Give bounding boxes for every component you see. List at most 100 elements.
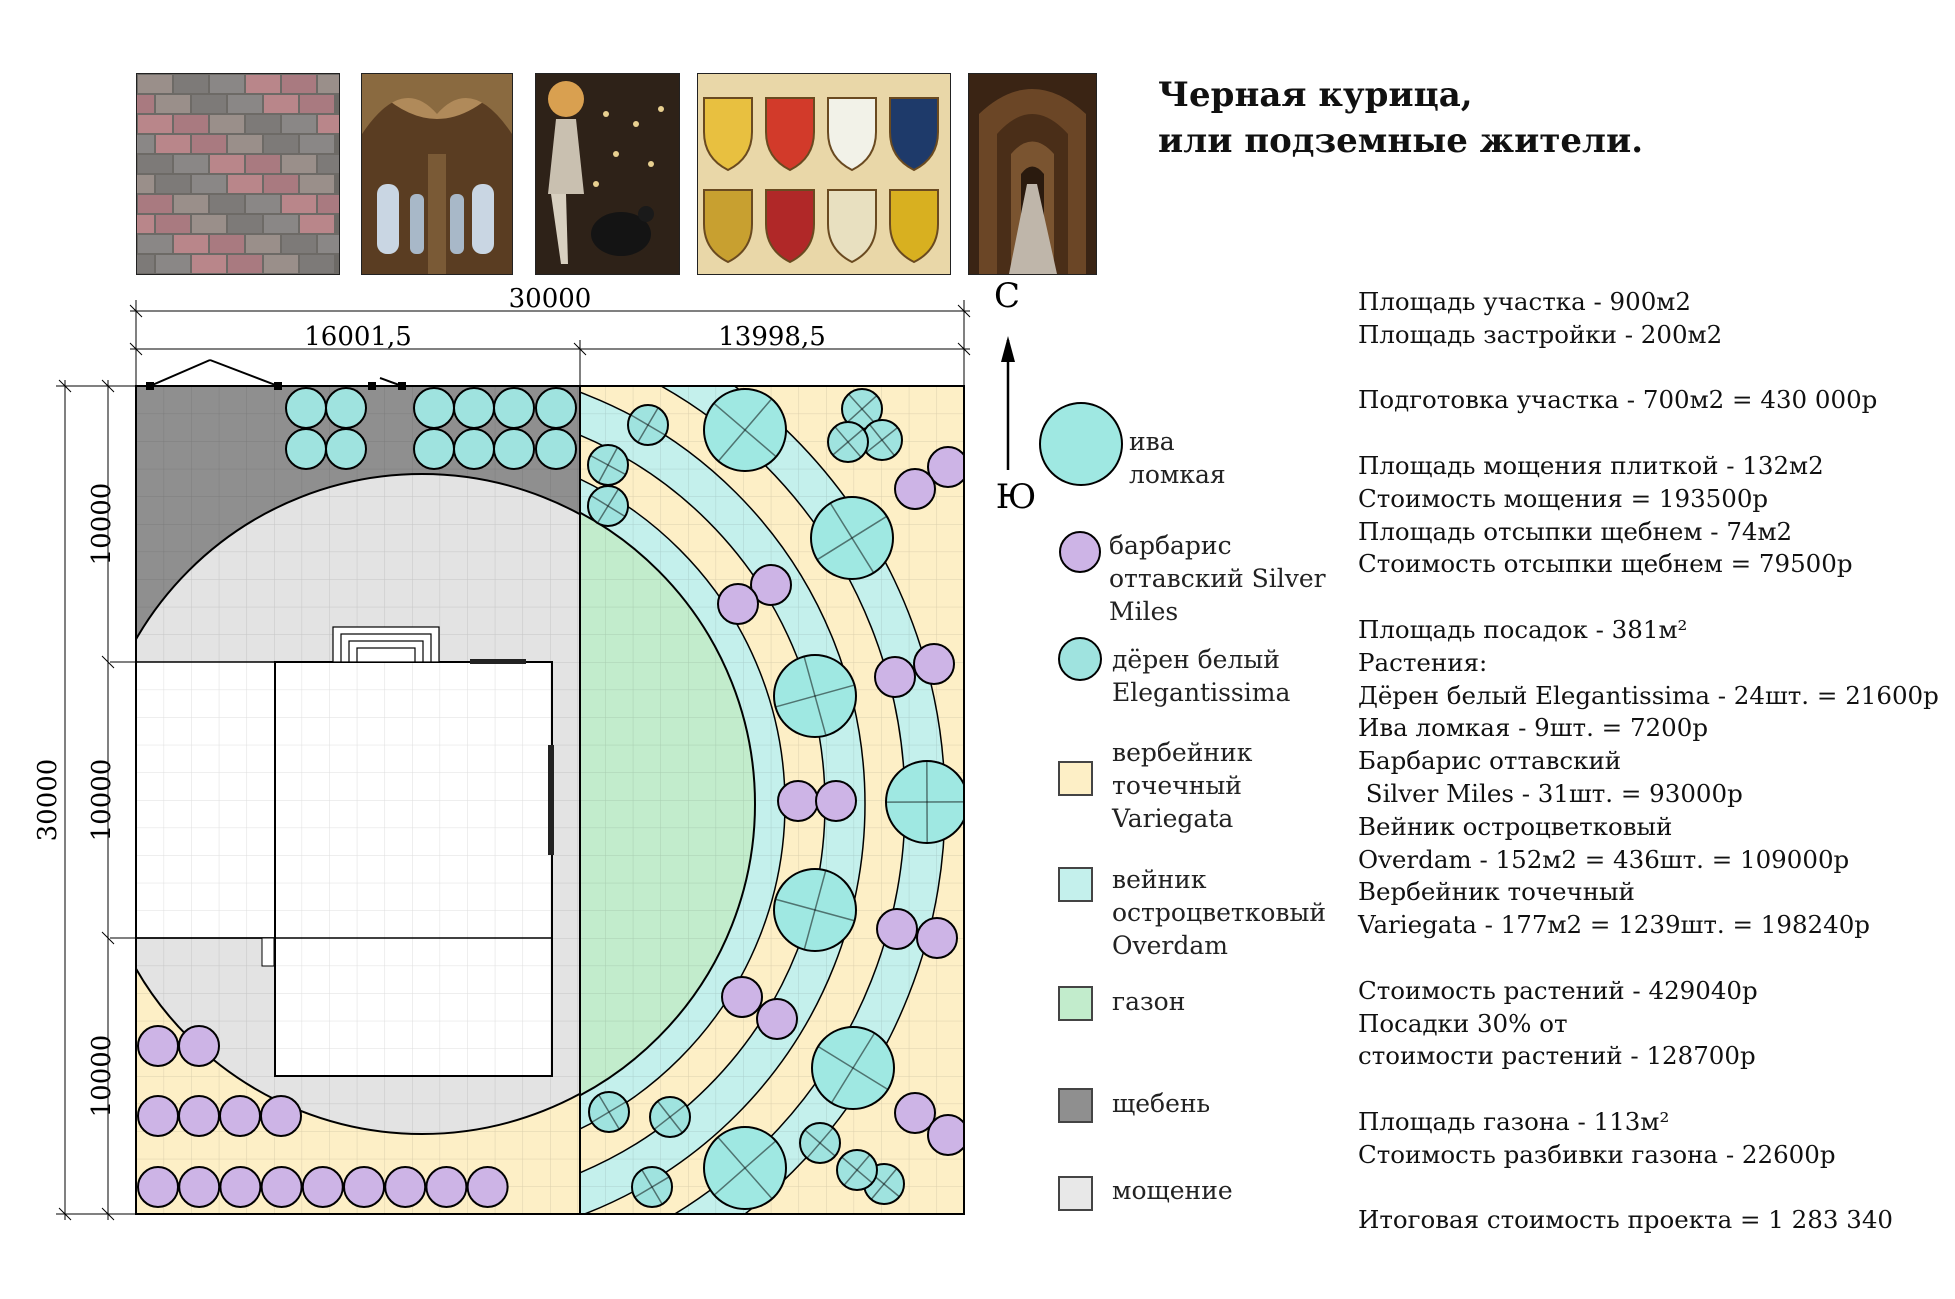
plant-crosshair <box>830 1032 876 1104</box>
door-mark <box>548 745 554 855</box>
barberry-shrub <box>178 1166 221 1208</box>
paving-tile <box>192 215 226 233</box>
gate-symbol <box>146 359 406 390</box>
plant-crosshair <box>590 494 626 518</box>
site-boundary <box>135 385 965 1215</box>
boy-with-chicken-image <box>536 74 679 274</box>
paving-tile <box>228 255 262 273</box>
paving-tile <box>300 215 334 233</box>
heraldic-shields-image <box>698 74 950 274</box>
paving-tile <box>174 75 208 93</box>
barberry-shrub <box>717 583 759 625</box>
barberry-shrub <box>874 656 916 698</box>
dim-right-part: 13998,5 <box>718 322 826 352</box>
stats-line: Overdam - 152м2 = 436шт. = 109000р <box>1358 844 1850 874</box>
paving-tile <box>318 195 339 213</box>
paving-tile <box>137 95 154 113</box>
barberry-shrub <box>137 1095 179 1137</box>
stats-line: Посадки 30% от <box>1358 1008 1568 1038</box>
dim-left-part: 16001,5 <box>304 322 412 352</box>
dogwood-shrub <box>413 387 455 429</box>
barberry-shrub <box>916 917 958 959</box>
compass-north: С <box>994 276 1020 316</box>
barberry-shrub <box>301 1166 344 1208</box>
paving-tile <box>246 195 280 213</box>
stats-line: Площадь участка - 900м2 <box>1358 287 1691 316</box>
paving-tile <box>282 115 316 133</box>
barberry-shrub <box>721 976 763 1018</box>
paving-tile <box>137 135 154 153</box>
paving-tile <box>264 215 298 233</box>
barberry-shrub <box>219 1095 261 1137</box>
paving-tile <box>282 155 316 173</box>
paving-tiles-photo <box>136 73 340 275</box>
stats-line: Стоимость растений - 429040р <box>1358 975 1758 1005</box>
stats-spacer <box>1358 417 1948 450</box>
barberry-shrub <box>894 1092 936 1134</box>
stats-spacer <box>1358 1172 1948 1205</box>
legend-lawn-swatch <box>1058 986 1093 1021</box>
legend-reedgrass-line-1: вейник <box>1112 865 1207 894</box>
dogwood-shrub <box>535 387 577 429</box>
paving-tiles-image <box>137 74 339 274</box>
dogwood-shrub <box>453 387 495 429</box>
plant-crosshair <box>591 1101 627 1123</box>
paving-tile <box>138 235 172 253</box>
plant-crosshair <box>848 393 876 425</box>
barberry-shrub <box>876 908 918 950</box>
plant-crosshair <box>806 1127 834 1159</box>
dim-section-1: 10000 <box>87 483 117 566</box>
stats-spacer <box>1358 1073 1948 1106</box>
heraldic-shield <box>703 97 753 172</box>
porch-steps <box>332 626 440 663</box>
stats-line: Подготовка участка - 700м2 = 430 000р <box>1358 385 1878 415</box>
legend-loosestrife-label: вербейник точечный Variegata <box>1112 736 1252 835</box>
paving-tile <box>300 255 334 273</box>
plant-crosshair <box>868 423 896 457</box>
paving-tile <box>137 215 154 233</box>
legend-lawn-label: газон <box>1112 987 1186 1016</box>
barberry-shrub <box>178 1095 220 1137</box>
dogwood-shrub <box>535 428 577 470</box>
legend-willow-label: ива ломкая <box>1129 425 1226 491</box>
stats-line: Площадь застройки - 200м2 <box>1358 319 1723 349</box>
compass-arrow <box>1001 336 1015 470</box>
stats-line: Дёрен белый Elegantissima - 24шт. = 2160… <box>1358 680 1939 710</box>
underground-arcade-image <box>969 74 1096 274</box>
legend-willow-line-2: ломкая <box>1129 460 1226 489</box>
paving-tile <box>318 75 339 93</box>
paving-tile <box>156 215 190 233</box>
paving-tile <box>156 255 190 273</box>
paving-tile <box>138 115 172 133</box>
stats-line: Стоимость мощения = 193500р <box>1358 483 1769 513</box>
heraldic-shield <box>827 189 877 264</box>
legend-paving-swatch <box>1058 1176 1093 1211</box>
barberry-shrub <box>343 1166 385 1208</box>
dogwood-shrub <box>325 387 367 429</box>
plant-crosshair <box>870 1168 898 1200</box>
legend-paving-label: мощение <box>1112 1176 1233 1205</box>
paving-tile <box>156 175 190 193</box>
plant-crosshair <box>829 502 875 574</box>
paving-tile <box>210 235 244 253</box>
stats-spacer <box>1358 581 1948 614</box>
heraldic-shields-photo <box>697 73 951 275</box>
barberry-shrub <box>384 1166 427 1208</box>
gothic-vault-image <box>362 74 512 274</box>
paving-tile <box>174 155 208 173</box>
project-title: Черная курица, или подземные жители. <box>1158 72 1643 164</box>
stats-line: Площадь газона - 113м² <box>1358 1106 1670 1136</box>
dogwood-shrub <box>413 428 455 470</box>
paving-tile <box>137 175 154 193</box>
plant-crosshair <box>803 656 827 736</box>
paving-tile <box>138 195 172 213</box>
paving-tile <box>264 255 298 273</box>
paving-tile <box>210 195 244 213</box>
dogwood-shrub <box>285 387 327 429</box>
stats-line: Стоимость отсыпки щебнем = 79500р <box>1358 549 1853 579</box>
dogwood-shrub <box>285 428 327 470</box>
paving-tile <box>228 215 262 233</box>
legend-dogwood-line-1: дёрен белый <box>1112 645 1280 674</box>
paving-tile <box>264 95 298 113</box>
